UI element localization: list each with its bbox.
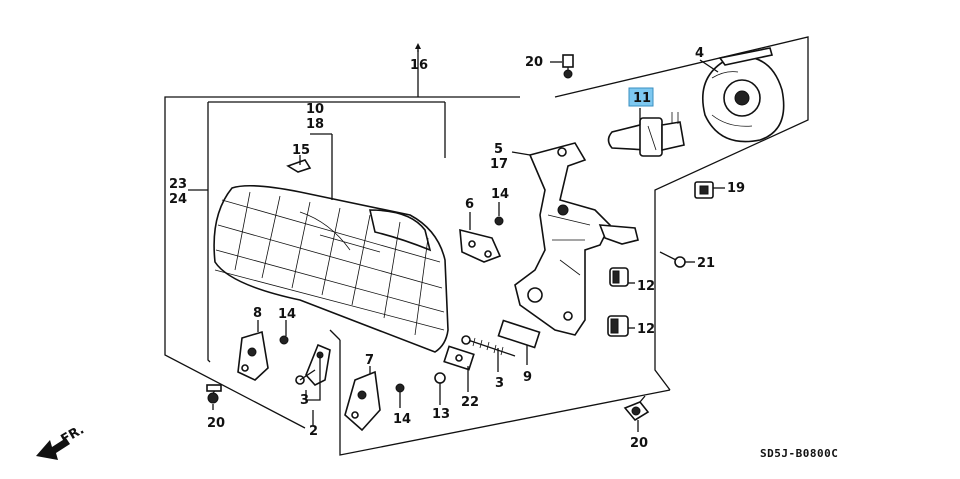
bolt-part-20-left	[206, 384, 222, 404]
headlight-bulb	[607, 112, 685, 157]
screw-part-13	[434, 372, 446, 390]
callout-12-a: 12	[637, 279, 655, 294]
clip-part-19	[694, 181, 714, 199]
callout-15: 15	[292, 143, 310, 158]
assembly-outline	[164, 36, 809, 456]
callout-11: 11	[633, 91, 651, 106]
callout-13: 13	[432, 407, 450, 422]
bracket-part-7	[344, 370, 381, 432]
direction-label: FR.	[59, 422, 87, 447]
callout-16: 16	[410, 58, 428, 73]
callout-20-left: 20	[207, 416, 225, 431]
callout-23: 23	[169, 177, 187, 192]
callout-20-bottom: 20	[630, 436, 648, 451]
callout-3-right: 3	[495, 376, 504, 391]
nut-part-12-b	[607, 315, 629, 337]
callout-3-left: 3	[300, 393, 309, 408]
highlight-box	[628, 87, 654, 107]
diagram-code: SD5J-B0800C	[760, 447, 838, 460]
callout-9: 9	[523, 370, 532, 385]
bulb-cover	[701, 47, 785, 143]
callout-4: 4	[695, 46, 704, 61]
direction-arrow-icon	[36, 438, 70, 460]
screw-part-14-bottom	[395, 383, 405, 393]
callout-2: 2	[309, 424, 318, 439]
leader-lines	[188, 59, 725, 432]
bracket-part-8	[237, 330, 269, 381]
callout-5: 5	[494, 142, 503, 157]
callout-14-mid: 14	[491, 187, 509, 202]
callout-20-top: 20	[525, 55, 543, 70]
callout-12-b: 12	[637, 322, 655, 337]
adjuster-screw-part-3	[461, 335, 516, 357]
screw-part-21	[659, 251, 686, 268]
callout-7: 7	[365, 353, 374, 368]
arrow-up-icon	[415, 43, 421, 52]
callout-21: 21	[697, 256, 715, 271]
callout-6: 6	[465, 197, 474, 212]
nut-part-12-a	[609, 267, 629, 287]
plate-part-9	[497, 319, 541, 349]
headlight-lens	[213, 184, 449, 353]
callout-labels: 16 10 18 15 23 24 20 4 11 5 17 14 6 19 2…	[169, 46, 745, 451]
bolt-part-20-bottom	[623, 395, 650, 422]
front-direction-indicator: FR.	[36, 422, 87, 460]
callout-19: 19	[727, 181, 745, 196]
plate-part-22	[443, 345, 475, 371]
bolt-part-20-top	[562, 54, 574, 79]
clip-part-15	[286, 159, 312, 173]
callout-10: 10	[306, 102, 324, 117]
callout-24: 24	[169, 192, 187, 207]
adjuster-linkage-part-2	[295, 343, 331, 386]
callout-14-left: 14	[278, 307, 296, 322]
mounting-bracket	[514, 142, 639, 336]
callout-14-bottom: 14	[393, 412, 411, 427]
callout-22: 22	[461, 395, 479, 410]
screw-part-14-mid	[494, 216, 504, 226]
callout-18: 18	[306, 117, 324, 132]
callout-8: 8	[253, 306, 262, 321]
adjuster-part-6	[459, 228, 502, 263]
callout-17: 17	[490, 157, 508, 172]
screw-part-14-left	[279, 335, 289, 345]
